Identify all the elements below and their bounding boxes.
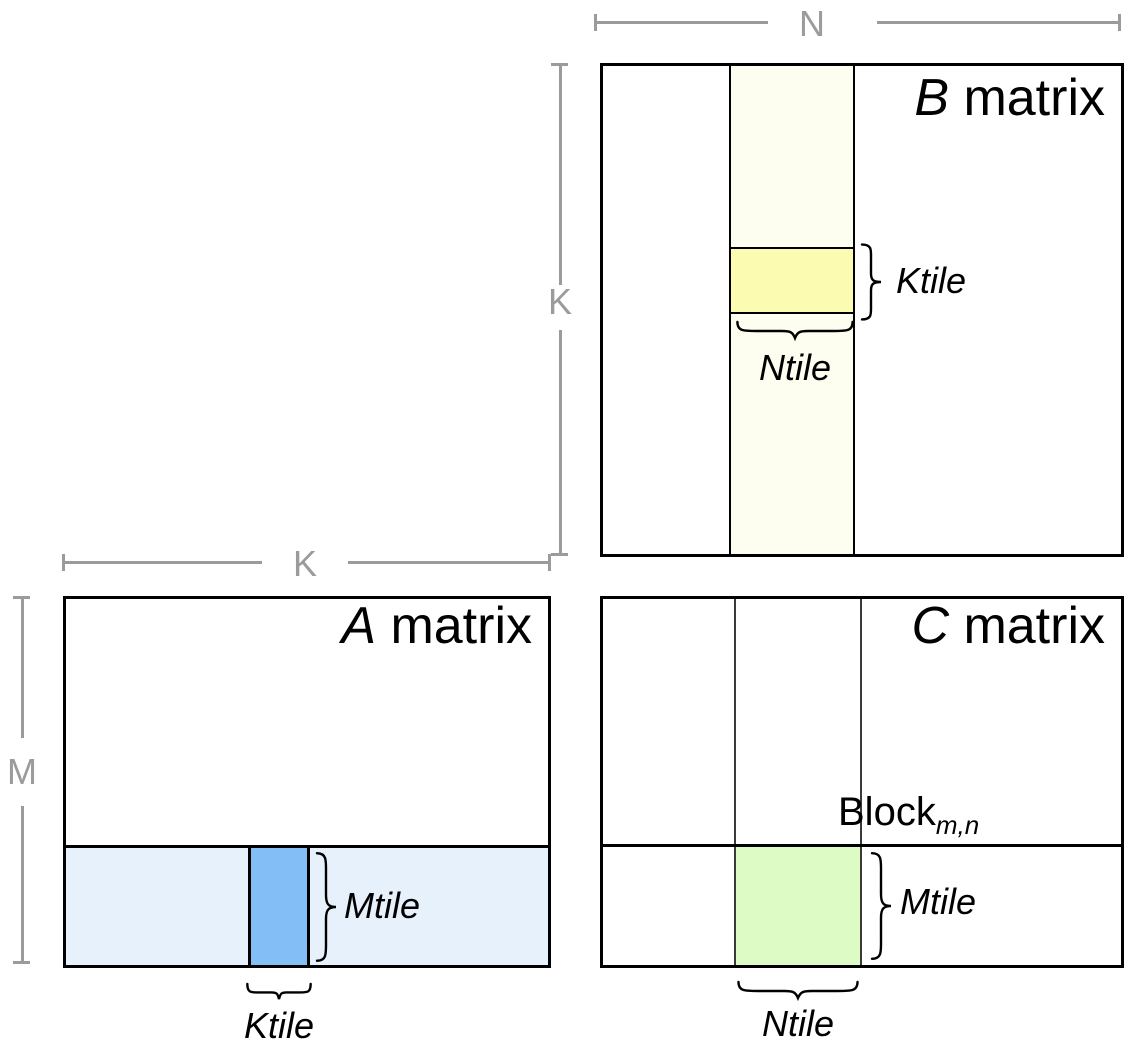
c-ntile-label: Ntile xyxy=(761,1003,835,1044)
dim-label-k-top: K xyxy=(292,543,317,584)
dim-line-k-b-tick-top xyxy=(551,63,568,66)
b-ntile-label: Ntile xyxy=(758,347,832,388)
dim-label-k-side: K xyxy=(547,281,572,322)
dim-label-m: M xyxy=(7,751,37,792)
b-matrix-ktile-ntile-tile xyxy=(729,247,855,314)
a-mtile-brace xyxy=(313,851,339,963)
c-ntile-underbrace xyxy=(736,980,860,1000)
dim-label-n: N xyxy=(799,3,825,44)
dim-line-m-tick-top xyxy=(13,596,30,599)
b-matrix-title-letter: B xyxy=(914,69,949,127)
dim-line-k-b-segment-bottom xyxy=(559,330,562,556)
a-matrix-rect xyxy=(63,596,551,968)
dim-line-k-a-segment-right xyxy=(348,561,551,564)
dim-line-n-tick-left xyxy=(594,14,597,31)
c-mtile-brace xyxy=(868,851,894,961)
c-matrix-title: C matrix xyxy=(620,600,1105,652)
a-matrix-mtile-ktile-tile xyxy=(248,848,310,965)
dim-line-k-a-segment-left xyxy=(62,561,262,564)
c-matrix-rect xyxy=(600,596,1124,968)
a-matrix-title-letter: A xyxy=(341,597,376,655)
dim-line-n-segment-right xyxy=(877,21,1121,24)
c-matrix-column-line-left xyxy=(734,599,736,965)
dim-line-k-a-tick-right xyxy=(548,554,551,571)
b-ktile-label: Ktile xyxy=(896,260,967,301)
b-ktile-brace xyxy=(858,243,884,321)
c-mtile-label: Mtile xyxy=(900,881,977,922)
c-block-label-text: Block xyxy=(838,790,936,834)
dim-line-n-segment-left xyxy=(594,21,768,24)
b-matrix-rect xyxy=(600,63,1124,557)
b-matrix-title-word: matrix xyxy=(949,69,1105,127)
b-ntile-underbrace xyxy=(735,320,855,340)
c-matrix-title-letter: C xyxy=(911,597,949,655)
dim-line-k-a-tick-left xyxy=(62,554,65,571)
a-mtile-label: Mtile xyxy=(344,885,421,926)
dim-line-k-b-tick-bottom xyxy=(551,553,568,556)
dim-line-m-segment-top xyxy=(21,596,24,738)
a-matrix-title: A matrix xyxy=(63,600,532,652)
b-matrix-title: B matrix xyxy=(620,72,1105,124)
c-block-label-subscript: m,n xyxy=(935,810,980,840)
a-ktile-label: Ktile xyxy=(243,1005,315,1046)
c-matrix-block-cell xyxy=(736,847,860,965)
c-matrix-title-word: matrix xyxy=(949,597,1105,655)
dim-line-m-tick-bottom xyxy=(13,961,30,964)
c-matrix-column-line-right xyxy=(860,599,862,965)
dim-line-m-segment-bottom xyxy=(21,806,24,964)
c-matrix-row-line xyxy=(603,844,1121,847)
a-ktile-underbrace xyxy=(246,982,312,1001)
dim-line-n-tick-right xyxy=(1118,14,1121,31)
dim-line-k-b-segment-top xyxy=(559,63,562,285)
a-matrix-title-word: matrix xyxy=(376,597,532,655)
c-block-label: Blockm,n xyxy=(838,792,979,838)
